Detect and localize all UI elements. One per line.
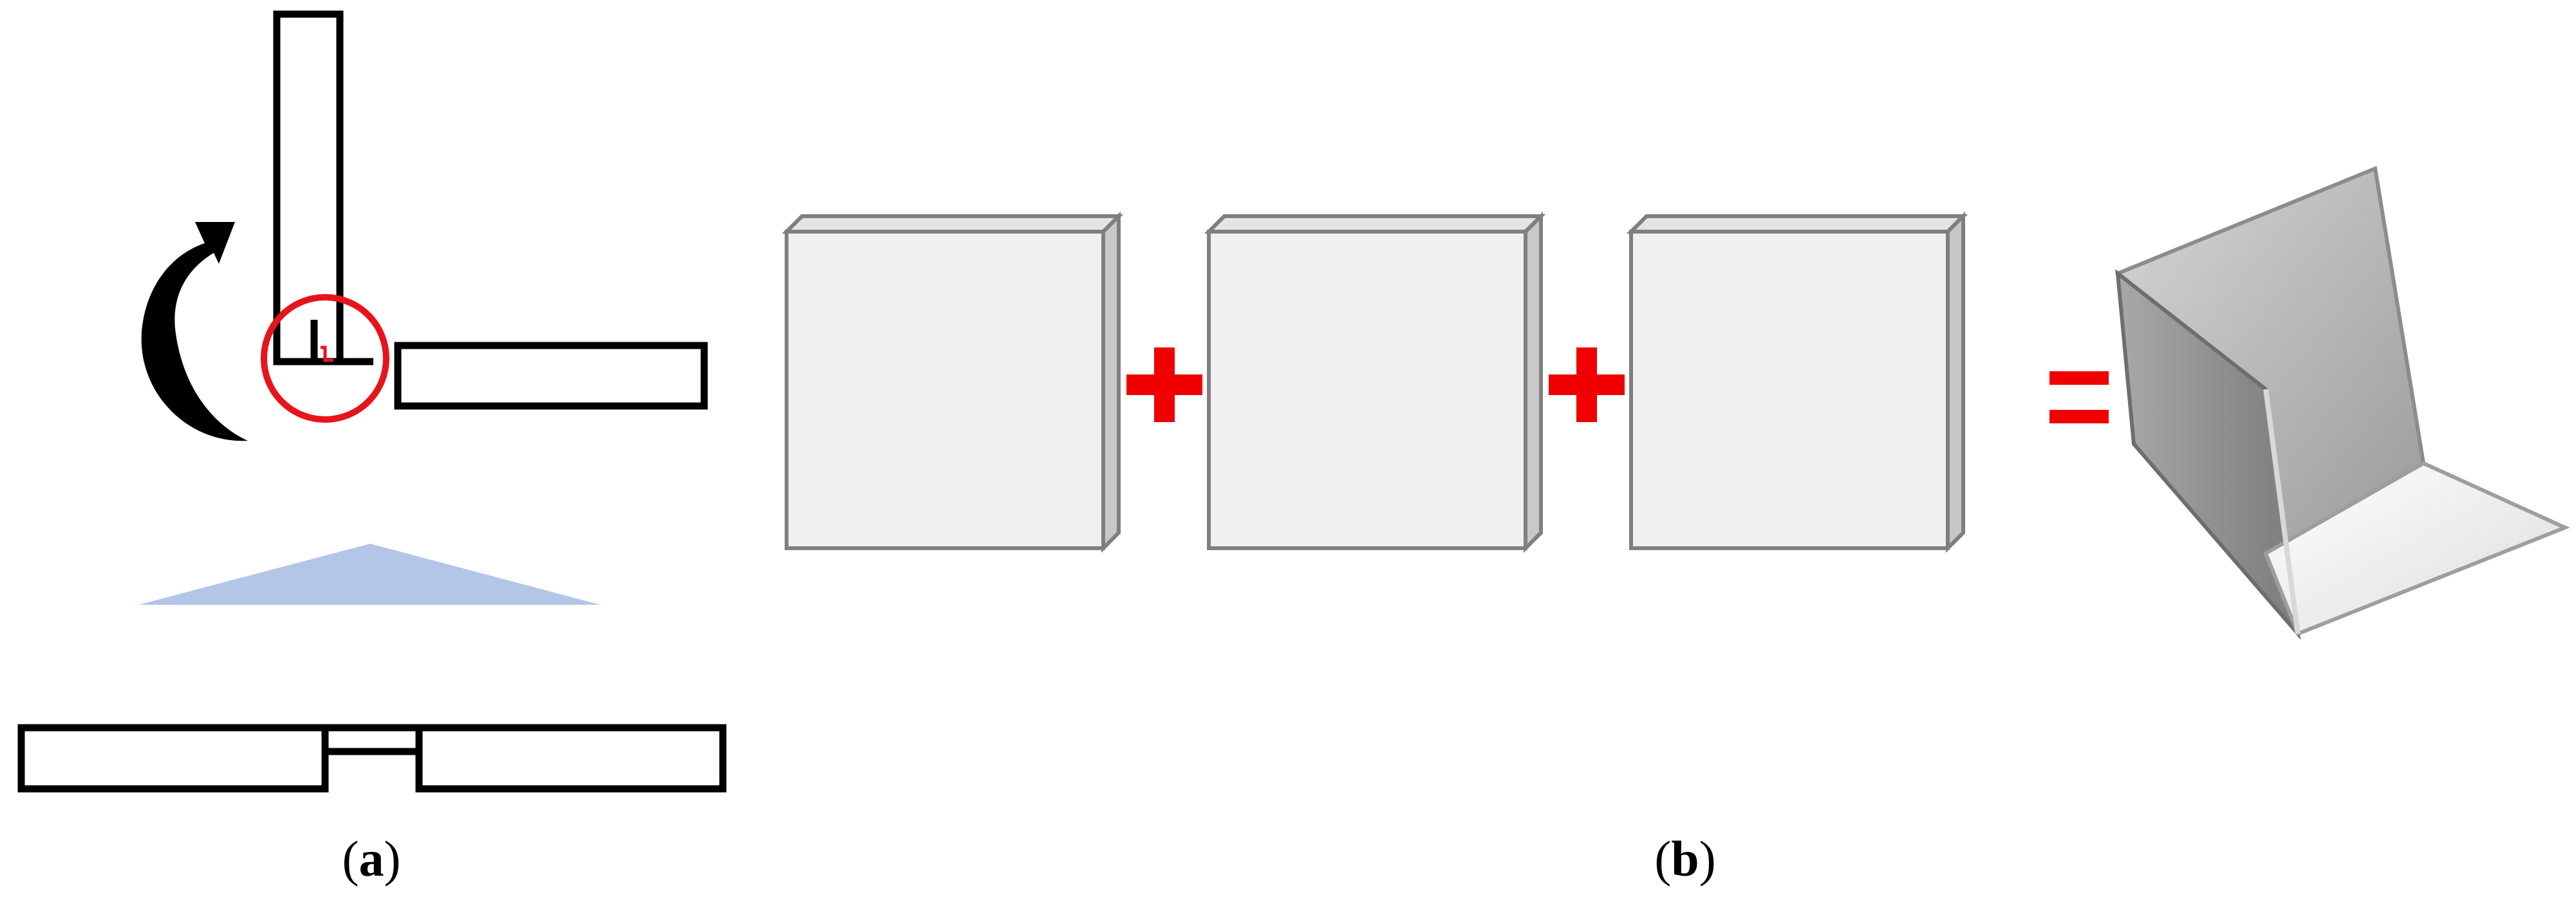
plate-side-edge [1524,211,1543,553]
plate-top-edge [1626,214,1968,234]
equals-sign-icon [2049,371,2109,423]
square-plate-1 [781,211,1124,553]
corner-bracket-result [2114,165,2570,640]
panel-b-diagram [781,165,2570,640]
caption-b-letter: b [1671,831,1699,887]
bracket-bottom-panel [2263,461,2570,636]
caption-a-letter: a [359,831,384,887]
plate-side-edge [1101,211,1121,553]
hinge-joint [310,320,373,365]
square-plate-3 [1626,211,1968,553]
curved-arrow-icon [141,222,248,441]
flat-right-arm [415,724,727,793]
horizontal-arm [394,342,708,410]
plate-face [1629,230,1950,550]
flat-left-arm [17,724,329,793]
plate-top-edge [781,214,1124,234]
plate-side-edge [1946,211,1965,553]
vertical-arm [273,10,344,365]
hinge-base-triangle [138,544,601,605]
plus-sign-icon [1126,347,1202,422]
plus-sign-icon [1549,347,1625,422]
bracket-edge [2263,389,2301,634]
panel-a-diagram [17,10,727,793]
plate-face [785,230,1105,550]
joint-highlight-circle [261,294,389,423]
hinge-detail [321,346,333,362]
plate-top-edge [1204,214,1546,234]
plate-face [1207,230,1527,550]
square-plate-2 [1204,211,1546,553]
caption-b: (b) [1654,831,1716,887]
caption-a: (a) [342,831,401,887]
